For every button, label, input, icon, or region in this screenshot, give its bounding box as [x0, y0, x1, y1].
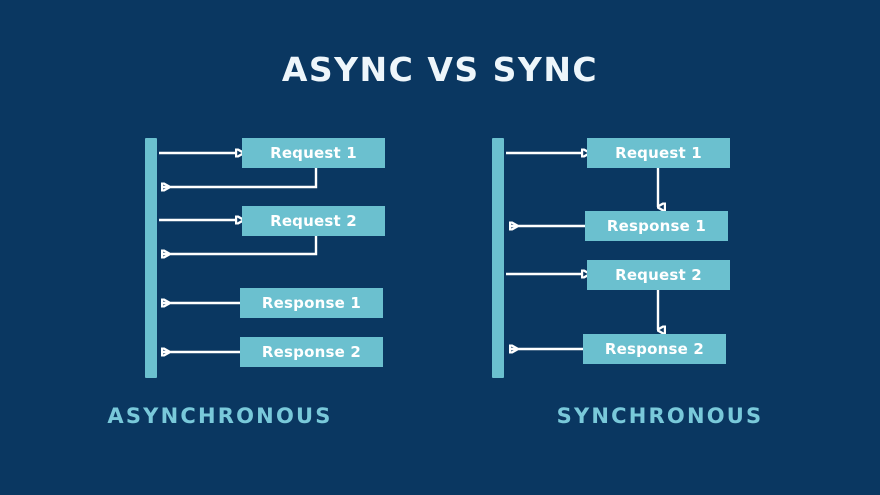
async-message-response-1[interactable]: Response 1: [240, 288, 383, 318]
async-message-request-2[interactable]: Request 2: [242, 206, 385, 236]
async-message-response-2-label: Response 2: [261, 343, 362, 361]
page-title: ASYNC VS SYNC: [281, 50, 599, 89]
async-client-lifeline: [145, 138, 157, 378]
sync-message-request-2[interactable]: Request 2: [587, 260, 730, 290]
sync-message-request-1-label: Request 1: [615, 144, 702, 162]
sync-message-response-1[interactable]: Response 1: [585, 211, 728, 241]
async-message-request-2-label: Request 2: [270, 212, 357, 230]
async-message-request-1-label: Request 1: [270, 144, 357, 162]
async-message-request-1[interactable]: Request 1: [242, 138, 385, 168]
async-message-response-1-label: Response 1: [261, 294, 362, 312]
sync-message-response-2-label: Response 2: [604, 340, 705, 358]
sync-caption: SYNCHRONOUS: [556, 404, 764, 428]
sync-message-response-2[interactable]: Response 2: [583, 334, 726, 364]
async-diagram: Request 1 Request 2 Response 1 Response …: [107, 138, 385, 428]
sync-message-response-1-label: Response 1: [606, 217, 707, 235]
async-caption: ASYNCHRONOUS: [107, 404, 333, 428]
sync-client-lifeline: [492, 138, 504, 378]
async-message-response-2[interactable]: Response 2: [240, 337, 383, 367]
sync-message-request-2-label: Request 2: [615, 266, 702, 284]
sync-diagram: Request 1 Response 1 Request 2 Response …: [440, 0, 880, 495]
sync-message-request-1[interactable]: Request 1: [587, 138, 730, 168]
